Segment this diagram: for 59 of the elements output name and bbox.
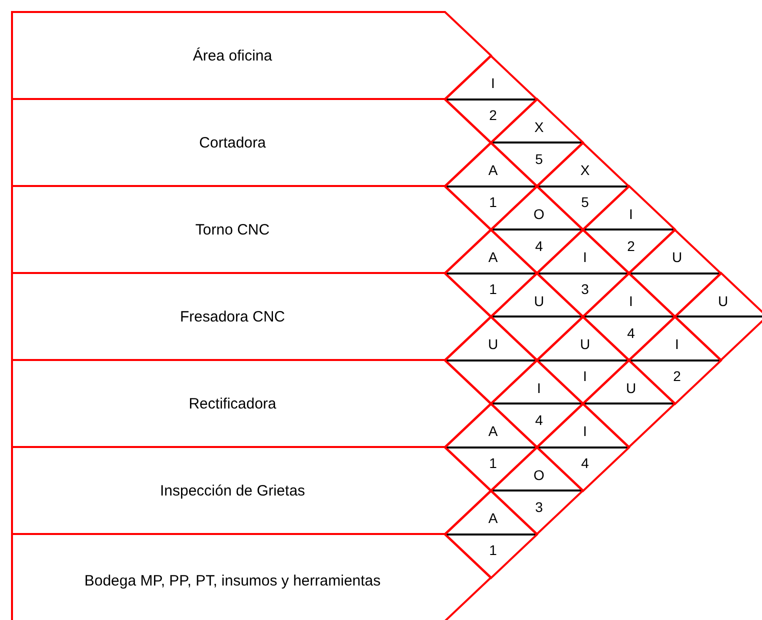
relationship-diamond — [537, 230, 629, 316]
upper-code: A — [488, 249, 498, 265]
upper-code: U — [718, 292, 728, 308]
upper-code: A — [488, 423, 498, 439]
department-label: Rectificadora — [188, 395, 276, 412]
upper-code: X — [580, 162, 590, 178]
upper-code: U — [534, 292, 544, 308]
upper-code: I — [629, 206, 633, 222]
lower-code: 4 — [627, 324, 635, 340]
relationship-diamond — [537, 316, 629, 404]
upper-code: I — [629, 292, 633, 308]
upper-code: U — [580, 336, 590, 352]
lower-code: I — [583, 368, 587, 384]
upper-code: U — [488, 336, 498, 352]
relationship-diamond — [445, 490, 537, 578]
lower-code: 1 — [489, 455, 497, 471]
lower-code: 5 — [581, 194, 589, 210]
upper-code: A — [488, 162, 498, 178]
department-label: Bodega MP, PP, PT, insumos y herramientas — [84, 572, 381, 589]
upper-code: I — [537, 380, 541, 396]
relationship-diamond — [675, 273, 762, 360]
department-row — [12, 12, 491, 99]
upper-code: I — [491, 75, 495, 91]
lower-code: 2 — [673, 368, 681, 384]
relationship-diamond — [445, 230, 537, 316]
department-label: Inspección de Grietas — [160, 482, 306, 499]
department-row — [12, 534, 491, 620]
lower-code: 4 — [535, 412, 543, 428]
lower-code: 2 — [489, 107, 497, 123]
upper-code: U — [672, 249, 682, 265]
lower-code: 4 — [581, 455, 589, 471]
lower-code: 1 — [489, 542, 497, 558]
relationship-diamond — [629, 230, 721, 316]
upper-code: X — [534, 118, 544, 134]
relationship-diamond — [583, 186, 675, 273]
relationship-diamond — [583, 360, 675, 447]
relationship-diamond — [629, 316, 721, 404]
lower-code: 3 — [581, 281, 589, 297]
department-label: Torno CNC — [195, 221, 270, 238]
upper-code: I — [583, 423, 587, 439]
lower-code: 5 — [535, 150, 543, 166]
department-label: Área oficina — [192, 47, 272, 64]
upper-code: O — [534, 206, 544, 222]
department-label: Fresadora CNC — [180, 308, 286, 325]
upper-code: U — [626, 380, 636, 396]
department-label: Cortadora — [199, 134, 266, 151]
relationship-diamond — [491, 273, 583, 360]
upper-code: I — [583, 249, 587, 265]
relationship-diamond — [583, 273, 675, 360]
relationship-diamond — [445, 316, 537, 404]
lower-code: 4 — [535, 238, 543, 254]
upper-code: O — [534, 466, 544, 482]
lower-code: 3 — [535, 498, 543, 514]
lower-code: 1 — [489, 281, 497, 297]
department-row — [12, 273, 491, 360]
lower-code: 2 — [627, 238, 635, 254]
lower-code: 1 — [489, 194, 497, 210]
upper-code: I — [675, 336, 679, 352]
upper-code: A — [488, 510, 498, 526]
